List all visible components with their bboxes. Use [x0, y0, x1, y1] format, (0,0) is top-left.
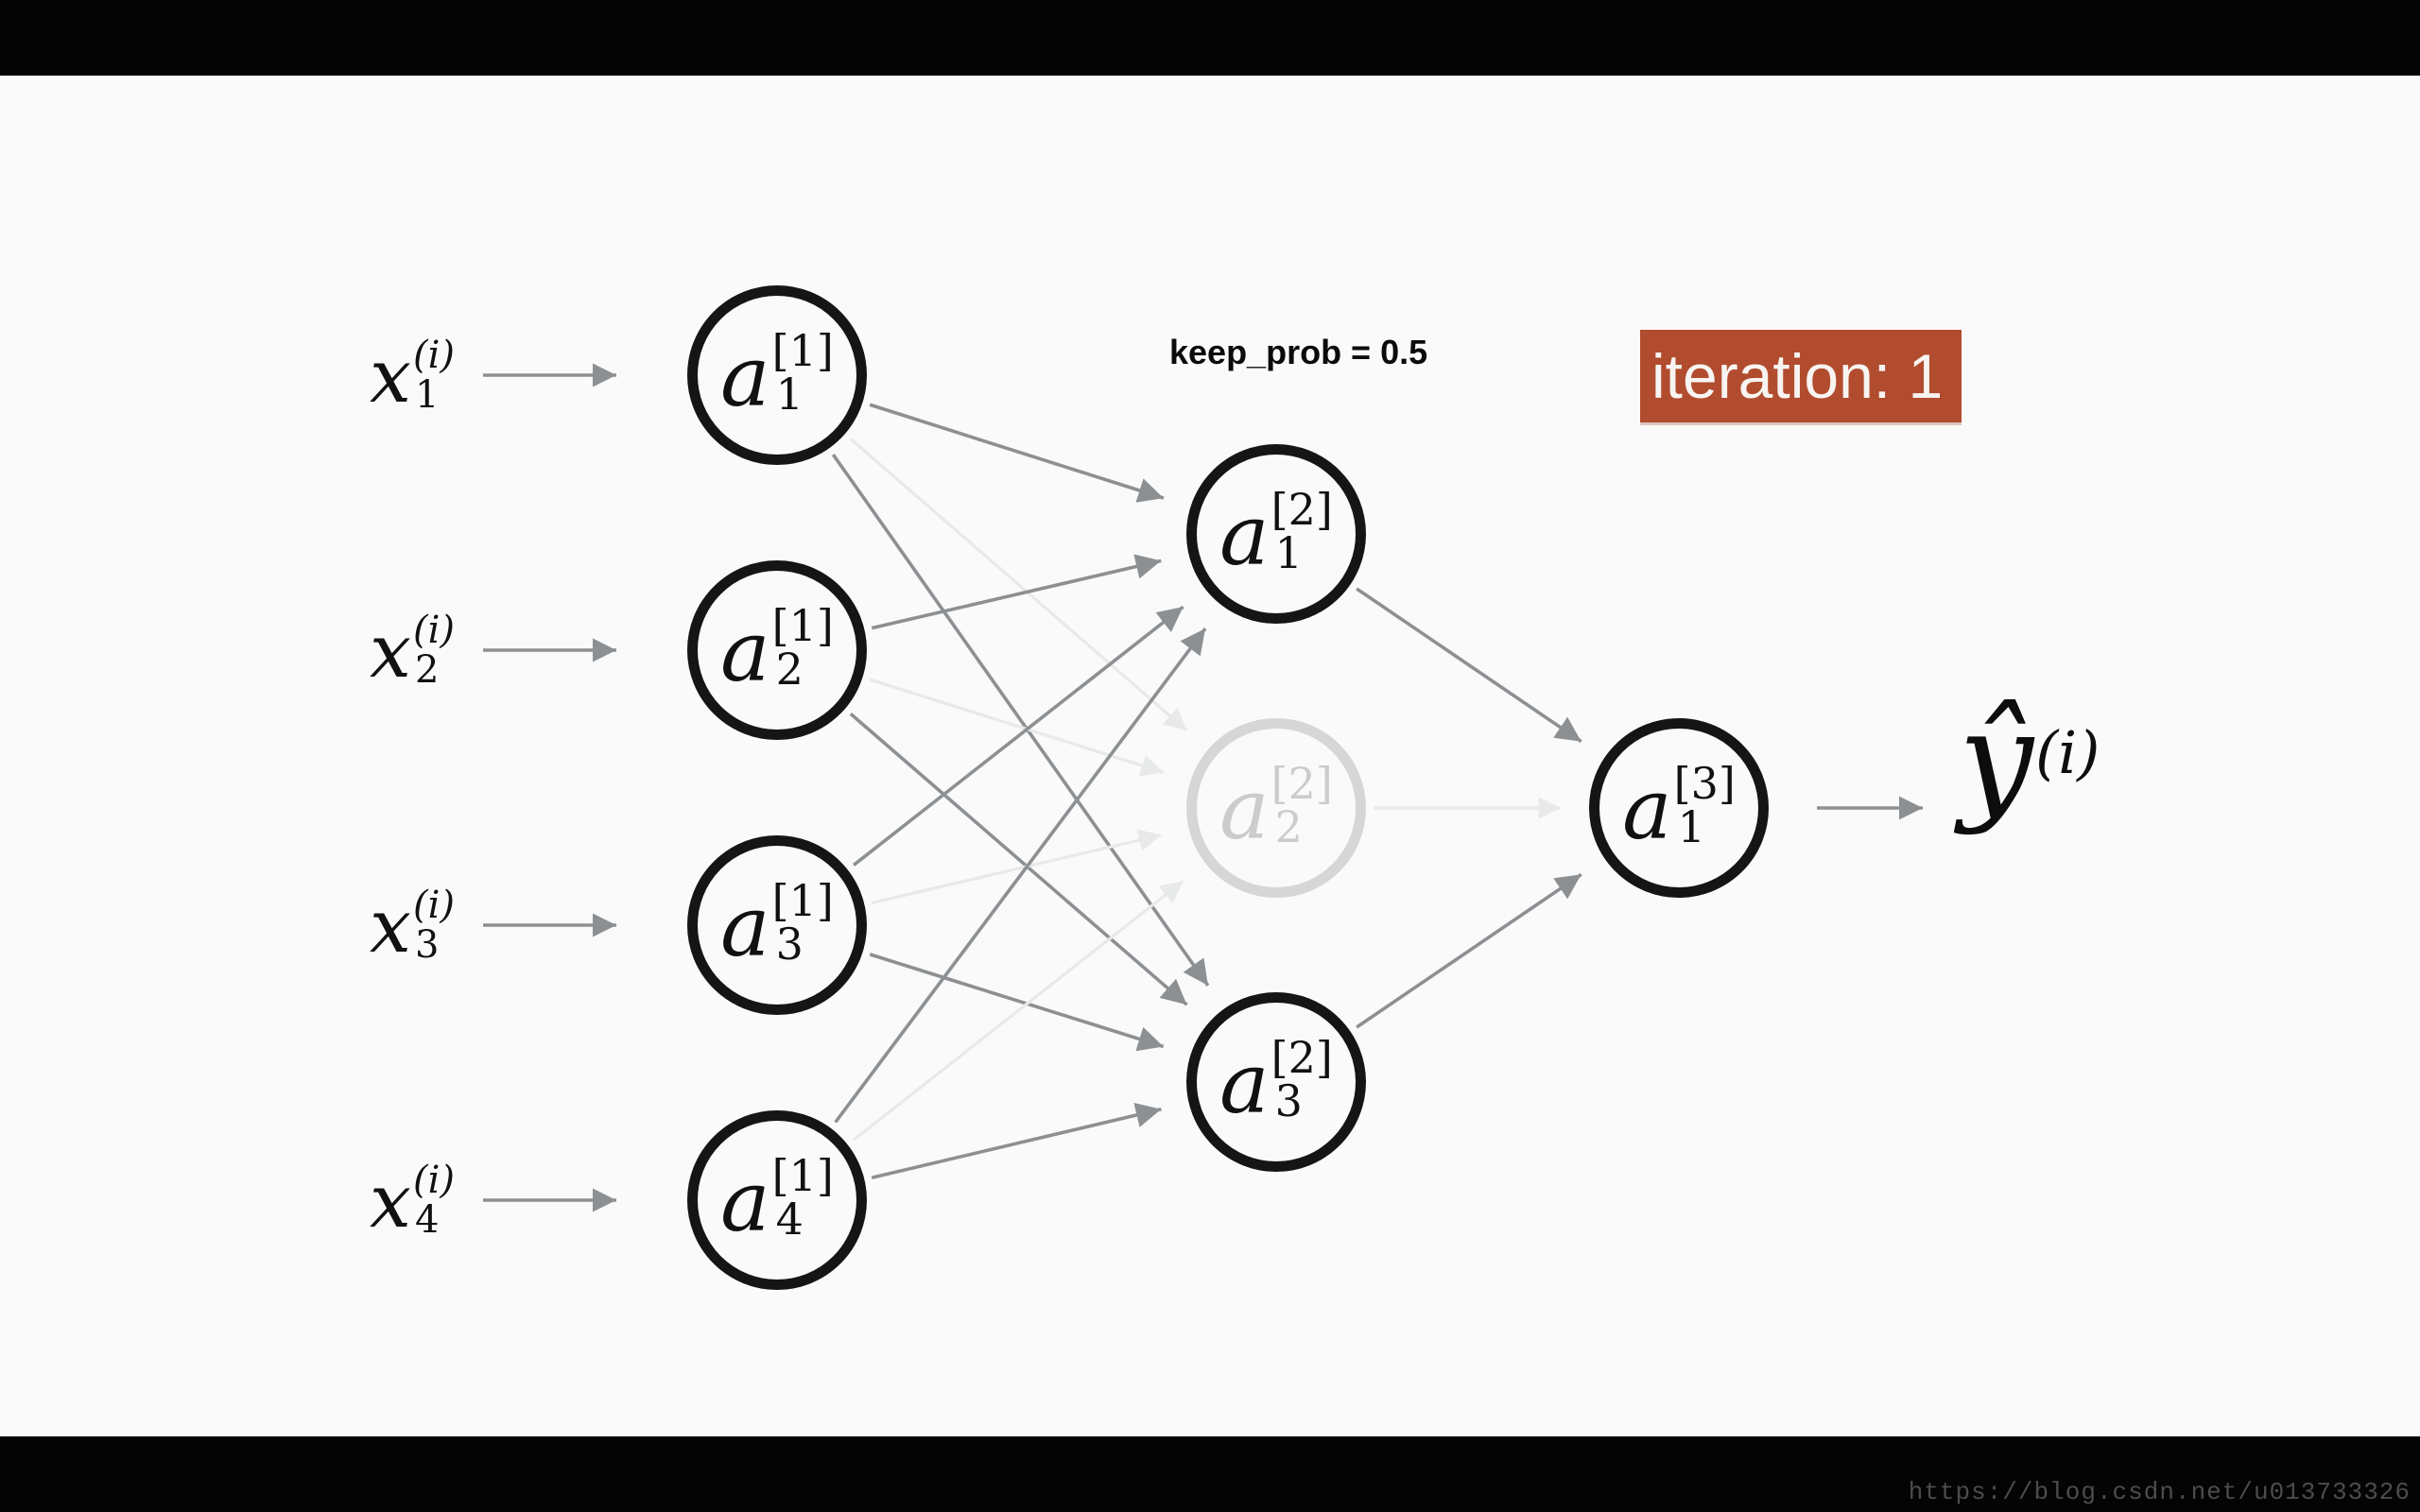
- input-x4-subscript: 4: [414, 1198, 440, 1242]
- input-x1-superscript: (i): [412, 334, 455, 377]
- node-a1_1: a[1]1: [687, 285, 867, 465]
- node-a2_2-subscript: 2: [1274, 801, 1303, 852]
- node-a2_2-dropped: a[2]2: [1186, 718, 1366, 898]
- node-a3_1-base: a: [720, 878, 770, 975]
- node-a2_1-base: a: [720, 603, 770, 700]
- input-label-x4: x(i)4: [318, 1115, 507, 1285]
- input-x3-superscript: (i): [412, 884, 455, 927]
- input-x3-subscript: 3: [414, 923, 440, 967]
- node-a1_2-base: a: [1219, 487, 1270, 584]
- input-x3-base: x: [369, 885, 411, 970]
- node-a2_2-base: a: [1219, 761, 1270, 858]
- node-a1_2-superscript: [2]: [1270, 484, 1333, 536]
- yhat-superscript: (i): [2035, 717, 2100, 787]
- node-a1_3: a[3]1: [1589, 718, 1769, 898]
- bottom-letterbox: [0, 1436, 2420, 1512]
- input-x2-base: x: [369, 610, 411, 695]
- node-a1_1-superscript: [1]: [771, 325, 834, 377]
- input-x2-superscript: (i): [412, 609, 455, 652]
- node-a3_1: a[1]3: [687, 835, 867, 1015]
- input-x4-superscript: (i): [412, 1159, 455, 1202]
- node-a2_1-superscript: [1]: [771, 600, 834, 652]
- node-a1_2-subscript: 1: [1274, 527, 1303, 578]
- node-a2_2-superscript: [2]: [1270, 758, 1333, 810]
- input-x2-subscript: 2: [414, 648, 440, 692]
- node-a4_1: a[1]4: [687, 1110, 867, 1290]
- node-a4_1-base: a: [720, 1153, 770, 1250]
- node-a4_1-subscript: 4: [775, 1194, 804, 1245]
- node-a1_2: a[2]1: [1186, 444, 1366, 624]
- node-a4_1-superscript: [1]: [771, 1150, 834, 1202]
- node-a3_2-superscript: [2]: [1270, 1032, 1333, 1084]
- yhat-base: ŷ: [1959, 683, 2034, 837]
- input-x1-subscript: 1: [414, 373, 440, 417]
- node-a3_2: a[2]3: [1186, 992, 1366, 1172]
- node-a3_2-base: a: [1219, 1035, 1270, 1132]
- input-label-x2: x(i)2: [318, 565, 507, 735]
- node-a3_1-subscript: 3: [775, 919, 804, 970]
- node-a1_3-base: a: [1622, 761, 1672, 858]
- output-label-yhat: ŷ(i): [1959, 695, 2100, 827]
- node-a2_1-subscript: 2: [775, 644, 804, 695]
- iteration-badge: iteration: 1: [1640, 330, 1962, 422]
- input-label-x1: x(i)1: [318, 290, 507, 460]
- keep-prob-label: keep_prob = 0.5: [1169, 333, 1428, 371]
- input-x1-base: x: [369, 335, 411, 420]
- top-letterbox: [0, 0, 2420, 76]
- input-x4-base: x: [369, 1160, 411, 1245]
- iteration-label: iteration: 1: [1651, 341, 1944, 411]
- node-a1_3-superscript: [3]: [1673, 758, 1736, 810]
- watermark-url: https://blog.csdn.net/u013733326: [1908, 1478, 2411, 1506]
- node-a1_1-base: a: [720, 328, 770, 425]
- node-a3_2-subscript: 3: [1274, 1075, 1303, 1126]
- node-a1_1-subscript: 1: [775, 369, 804, 420]
- node-a2_1: a[1]2: [687, 560, 867, 740]
- node-a1_3-subscript: 1: [1677, 801, 1705, 852]
- input-label-x3: x(i)3: [318, 840, 507, 1010]
- node-a3_1-superscript: [1]: [771, 875, 834, 927]
